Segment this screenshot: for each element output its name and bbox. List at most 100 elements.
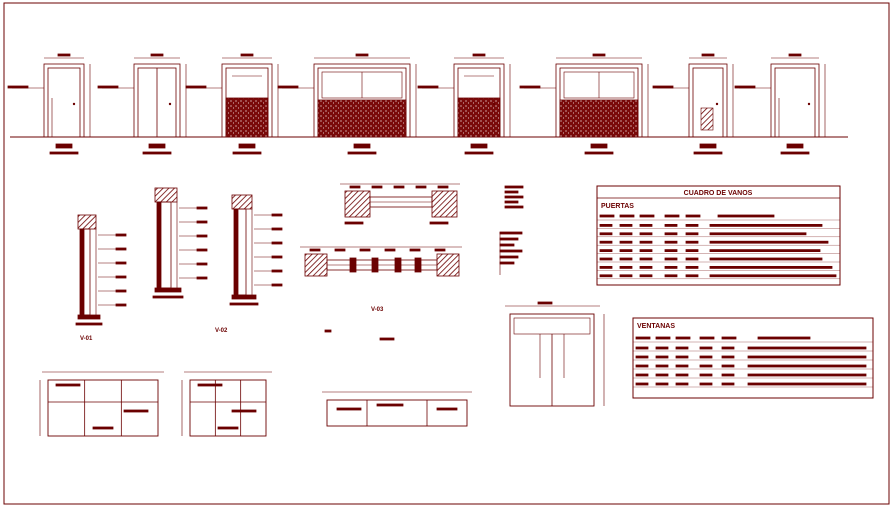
cabinet-elevations: [39, 371, 472, 437]
cabinet-note-mark: [123, 409, 149, 413]
plan-note-mark: [379, 337, 395, 341]
dimension-text-mark: [393, 185, 405, 189]
elevation-label-mark: [584, 151, 614, 155]
header-mark: [664, 214, 680, 218]
label-v02: V-02: [215, 328, 228, 334]
door-handle: [260, 102, 264, 106]
elevation-label-mark: [464, 151, 494, 155]
header-mark: [699, 336, 715, 340]
callout-text-mark: [277, 85, 299, 89]
leader-text-mark: [115, 289, 127, 293]
door-handle: [398, 102, 402, 106]
plan-detail-top: [340, 183, 460, 225]
mullion-block: [371, 257, 379, 273]
frame-jamb: [233, 208, 239, 296]
door-elevations: [7, 53, 826, 155]
elevation-label-mark: [49, 151, 79, 155]
leader-text-mark: [115, 275, 127, 279]
header-mark: [619, 214, 635, 218]
note-mark: [499, 249, 523, 253]
cell-mark: [619, 274, 633, 278]
cell-mark: [685, 257, 699, 261]
lintel-hatch: [77, 214, 97, 230]
wall-hatch: [436, 253, 460, 277]
door-elevation-6: [519, 53, 649, 155]
description-mark: [709, 274, 837, 278]
section-2: [152, 187, 208, 299]
note-mark: [499, 237, 519, 241]
header-mark: [717, 214, 775, 218]
door-row-6: [597, 257, 840, 263]
cell-mark: [635, 373, 649, 377]
description-mark: [747, 355, 867, 359]
cell-mark: [664, 257, 678, 261]
cabinet-note-mark: [231, 409, 257, 413]
elevation-label-mark: [232, 151, 262, 155]
cell-mark: [639, 240, 653, 244]
plan-note-mark: [344, 221, 364, 225]
dimension-text-mark: [472, 53, 486, 57]
base-block: [470, 143, 488, 149]
plan-detail-bottom: [300, 246, 462, 341]
door-row-2: [597, 223, 840, 229]
cell-mark: [699, 355, 713, 359]
description-mark: [747, 346, 867, 350]
cell-mark: [685, 265, 699, 269]
section-label-mark: [152, 295, 184, 299]
cell-mark: [635, 382, 649, 386]
cell-mark: [619, 240, 633, 244]
dimension-text-mark: [592, 53, 606, 57]
note-mark: [499, 243, 515, 247]
header-mark: [655, 336, 671, 340]
cell-mark: [664, 223, 678, 227]
cell-mark: [664, 265, 678, 269]
leader-text-mark: [271, 227, 283, 231]
leader-text-mark: [271, 283, 283, 287]
elevation-label-mark: [142, 151, 172, 155]
leader-text-mark: [196, 234, 208, 238]
sill-block: [154, 287, 182, 293]
cell-mark: [635, 364, 649, 368]
note-mark: [499, 231, 523, 235]
frame-jamb: [156, 201, 162, 289]
description-mark: [747, 364, 867, 368]
cell-mark: [599, 249, 613, 253]
dimension-text-mark: [309, 248, 321, 252]
cell-mark: [699, 364, 713, 368]
header-mark: [685, 214, 701, 218]
door-row-5: [597, 249, 840, 254]
cell-mark: [664, 232, 678, 236]
description-mark: [747, 373, 867, 377]
label-v03: V-03: [371, 307, 384, 313]
cell-mark: [599, 257, 613, 261]
cell-mark: [639, 249, 653, 253]
cell-mark: [655, 346, 669, 350]
door-elevation-3: [185, 53, 279, 155]
wall-hatch: [344, 190, 371, 218]
door-row-8: [597, 274, 840, 279]
description-mark: [747, 382, 867, 386]
cell-mark: [664, 274, 678, 278]
dimension-text-mark: [434, 248, 446, 252]
window-row-5: [633, 373, 873, 379]
dimension-text-mark: [150, 53, 164, 57]
door-frame: [770, 63, 820, 138]
dimension-text-mark: [359, 248, 371, 252]
cell-mark: [675, 373, 689, 377]
cabinet-note-mark: [197, 383, 223, 387]
door-elevation-1: [7, 53, 91, 155]
door-schedule: CUADRO DE VANOS PUERTAS: [596, 185, 841, 286]
door-row-4: [597, 240, 840, 246]
leader-text-mark: [196, 262, 208, 266]
cell-mark: [685, 223, 699, 227]
window-elevation: [505, 301, 605, 407]
cell-mark: [655, 355, 669, 359]
section-3: [229, 194, 283, 306]
lintel-hatch: [231, 194, 253, 210]
cell-mark: [664, 240, 678, 244]
section-label-mark: [229, 302, 259, 306]
dimension-text-mark: [57, 53, 71, 57]
cabinet-note-mark: [436, 407, 458, 411]
stipple-panel: [559, 99, 639, 138]
dimension-text-mark: [701, 53, 715, 57]
